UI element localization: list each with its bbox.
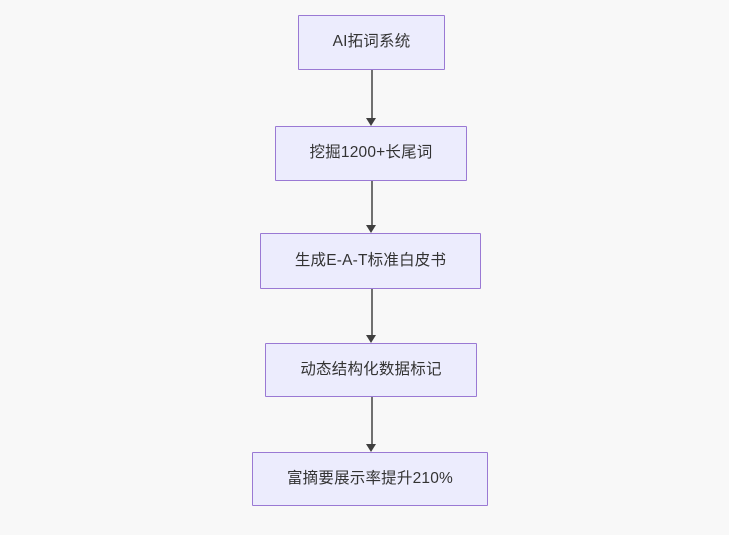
edge-line: [371, 289, 373, 336]
arrowhead-icon: [366, 335, 377, 343]
flow-node-ai-keyword-system[interactable]: AI拓词系统: [298, 15, 445, 70]
edge-line: [371, 181, 373, 226]
edge-line: [371, 397, 373, 445]
flow-node-mine-longtail-keywords[interactable]: 挖掘1200+长尾词: [275, 126, 467, 181]
flow-edge-node2-node3: [366, 181, 377, 233]
edge-line: [371, 70, 373, 119]
arrowhead-icon: [366, 118, 377, 126]
arrowhead-icon: [366, 225, 377, 233]
flow-edge-node4-node5: [366, 397, 377, 452]
flow-node-generate-eat-whitepaper[interactable]: 生成E-A-T标准白皮书: [260, 233, 481, 289]
flow-node-dynamic-structured-data-markup[interactable]: 动态结构化数据标记: [265, 343, 477, 397]
flow-edge-node3-node4: [366, 289, 377, 343]
flow-node-label: 挖掘1200+长尾词: [309, 144, 433, 162]
flow-node-label: 生成E-A-T标准白皮书: [294, 251, 447, 269]
arrowhead-icon: [366, 444, 377, 452]
flow-edge-node1-node2: [366, 70, 377, 126]
flow-node-rich-snippet-impression-lift[interactable]: 富摘要展示率提升210%: [252, 452, 488, 506]
flow-node-label: 富摘要展示率提升210%: [286, 469, 454, 487]
flow-node-label: 动态结构化数据标记: [300, 360, 442, 378]
flow-node-label: AI拓词系统: [332, 33, 411, 51]
